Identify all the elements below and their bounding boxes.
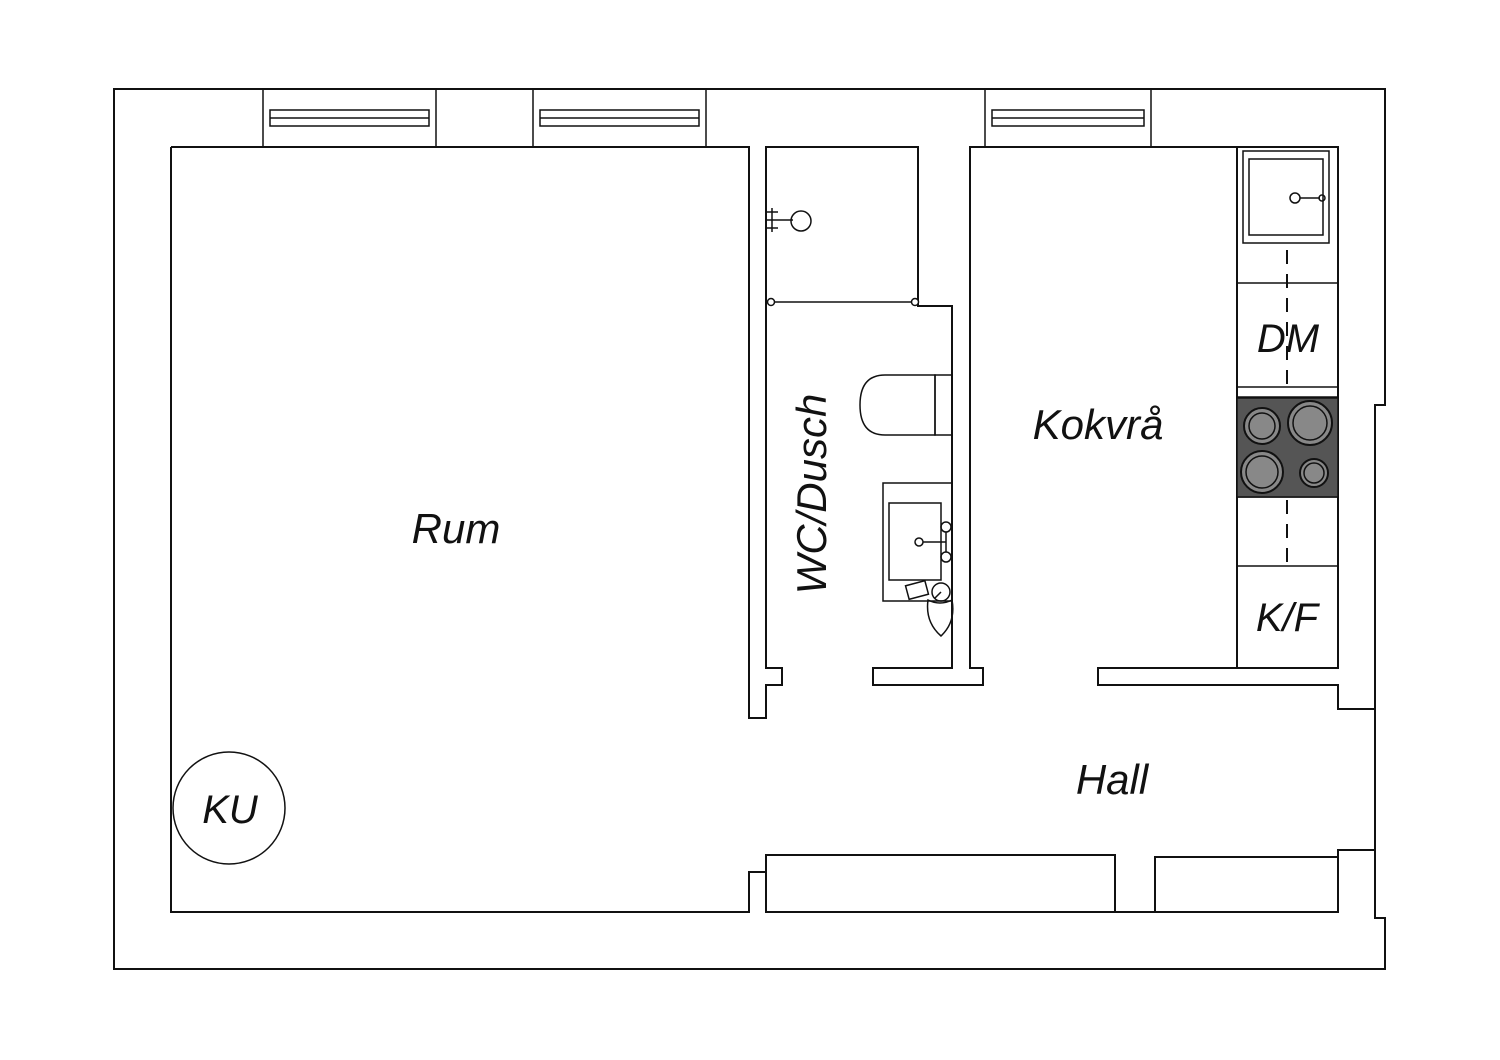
rum-hall-interior — [171, 146, 1375, 719]
shower-screen — [766, 297, 920, 307]
wardrobe-left — [765, 854, 1116, 913]
wardrobe-right — [1154, 856, 1339, 913]
label-dm: DM — [1257, 317, 1320, 361]
room-label-hall: Hall — [1076, 756, 1150, 803]
shower-head-icon — [766, 208, 812, 232]
ku-circle — [172, 751, 286, 865]
hall-lower-wall — [170, 147, 1375, 913]
label-kf: K/F — [1256, 596, 1321, 640]
window-2 — [532, 88, 707, 148]
floor-drain-icon — [904, 579, 954, 638]
toilet-icon — [859, 374, 953, 436]
bathroom-sink-icon — [882, 482, 953, 602]
label-ku: KU — [202, 788, 259, 832]
room-label-rum: Rum — [412, 505, 501, 552]
room-label-wc: WC/Dusch — [788, 394, 835, 595]
kitchen-sink-icon — [1242, 150, 1330, 244]
outer-wall — [113, 88, 1386, 970]
window-1 — [262, 88, 437, 148]
stove-icon — [1236, 397, 1339, 498]
room-label-kok: Kokvrå — [1033, 401, 1164, 448]
window-3 — [984, 88, 1152, 148]
